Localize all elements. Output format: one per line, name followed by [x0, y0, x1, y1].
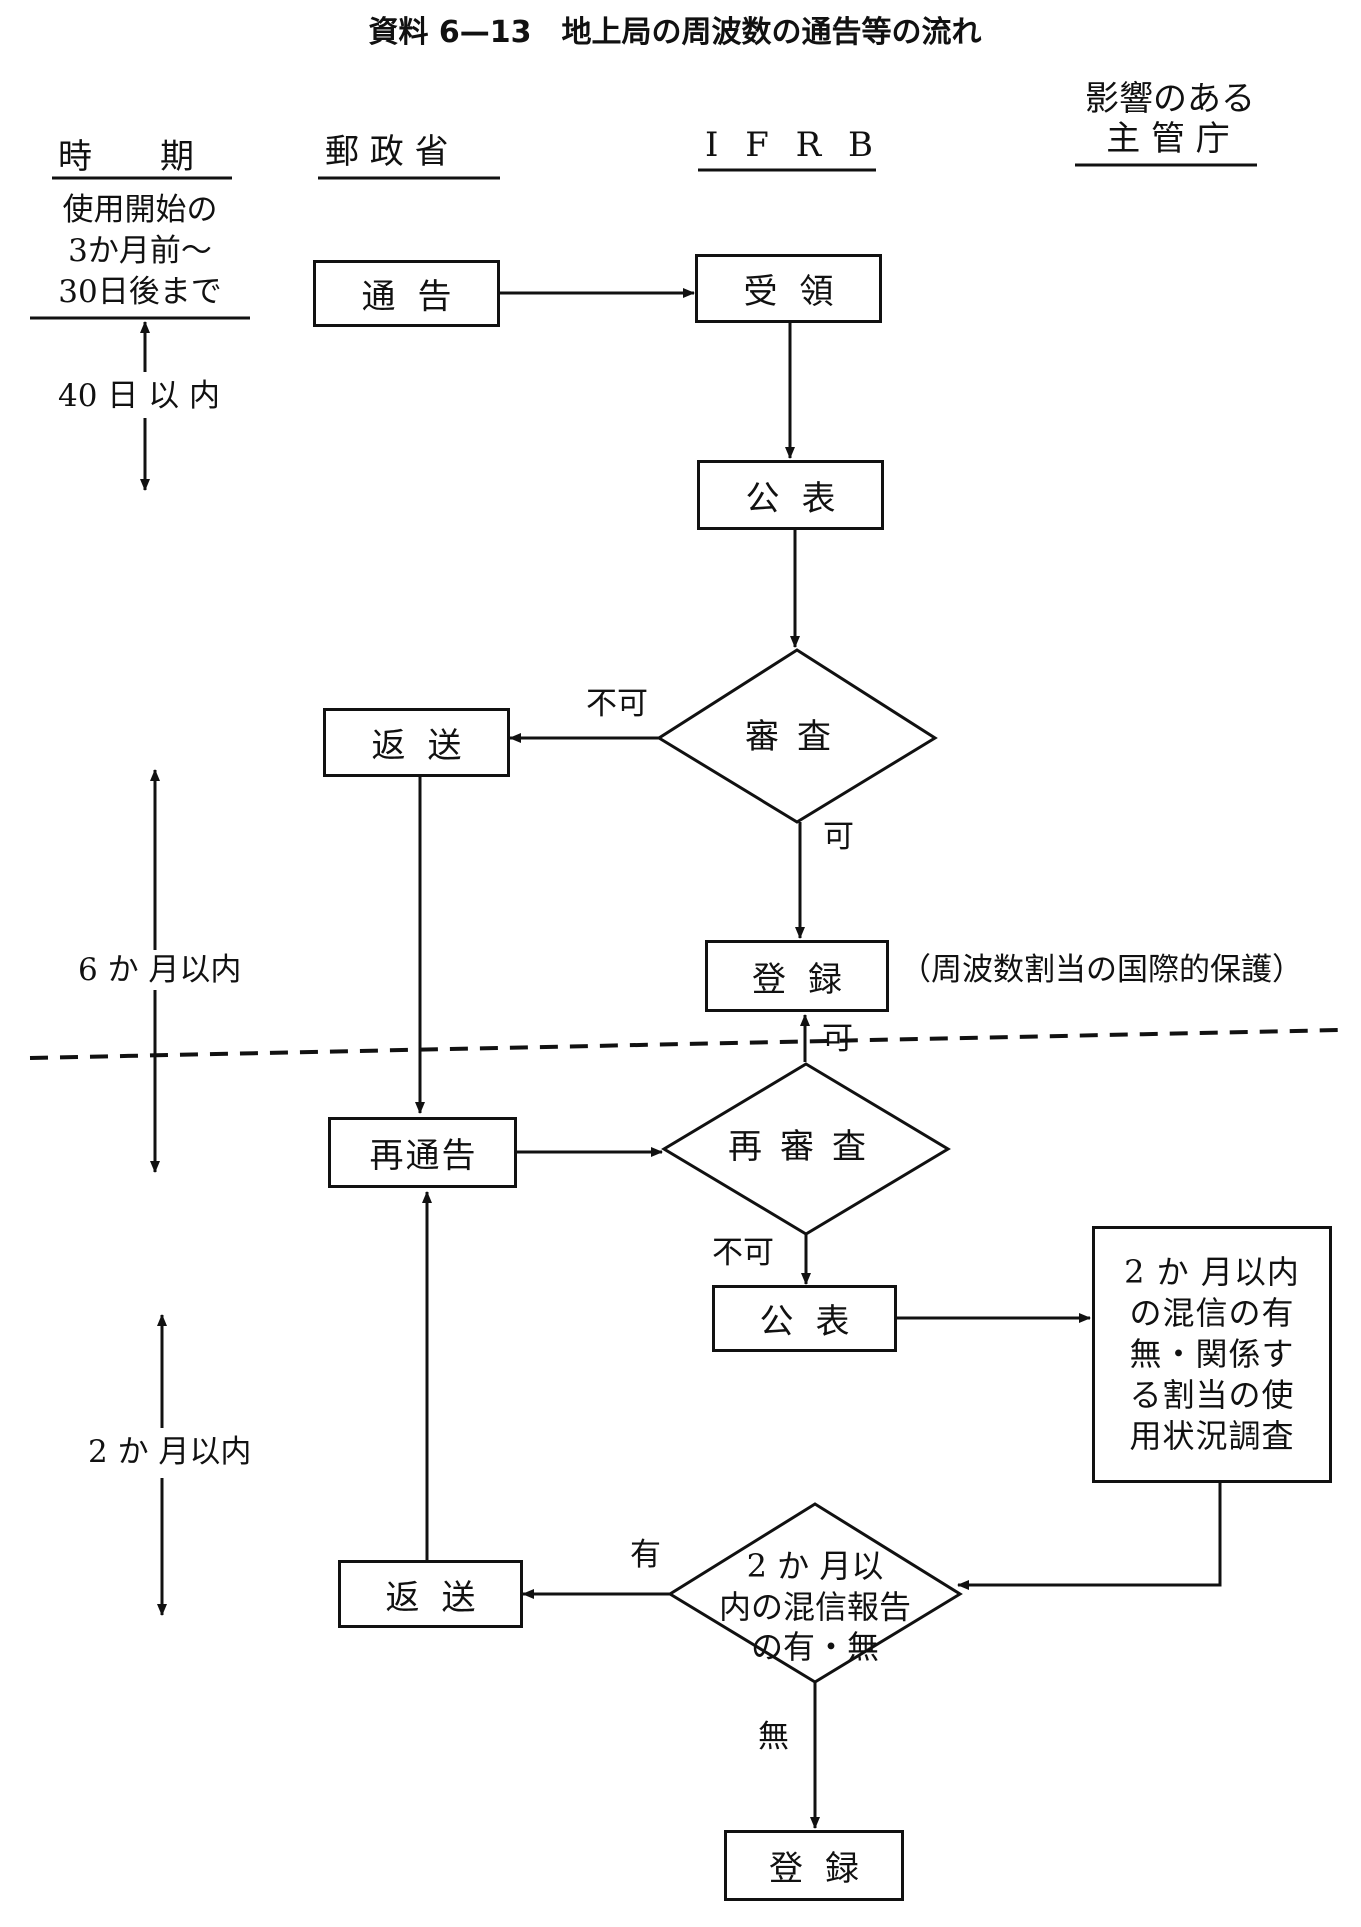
ministry-header: 郵 政 省: [325, 132, 449, 172]
register-note: （周波数割当の国際的保護）: [900, 952, 1303, 988]
affected-header-line2: 主 管 庁: [1106, 119, 1230, 159]
receive-box: 受領: [695, 254, 882, 323]
duration-40days-label: 40 日 以 内: [58, 378, 221, 414]
examine-diamond: [656, 648, 938, 824]
register-box-2: 登録: [724, 1830, 904, 1901]
figure-title: 資料 6—13 地上局の周波数の通告等の流れ: [368, 15, 982, 50]
survey-line5: 用状況調査: [1129, 1416, 1295, 1455]
register-box-1: 登録: [705, 940, 889, 1012]
reexamine-diamond: [661, 1062, 951, 1236]
return-box-1: 返送: [323, 708, 510, 777]
ifrb-header: I F R B: [705, 125, 882, 165]
duration-2months-label: 2 か 月以内: [88, 1434, 252, 1470]
period-note-line1: 使用開始の: [62, 192, 218, 228]
examine-label: 審査: [745, 717, 849, 757]
edge-label-none: 無: [758, 1719, 789, 1755]
check-line1: 2 か 月以: [746, 1547, 884, 1585]
notify-box: 通告: [313, 260, 500, 327]
survey-line2: の混信の有: [1129, 1294, 1295, 1333]
edge-label-examine-ng: 不可: [586, 686, 648, 722]
edge-label-reexamine-ng: 不可: [712, 1235, 774, 1271]
publish-box-2: 公表: [712, 1285, 897, 1352]
period-separator-dashed: [29, 1028, 1341, 1060]
duration-6months-label: 6 か 月以内: [78, 952, 242, 988]
period-header: 時 期: [58, 137, 194, 177]
check-line2: 内の混信報告: [718, 1587, 912, 1626]
edge-label-reexamine-ok: 可: [822, 1021, 853, 1057]
period-note-line2: 3か月前〜: [68, 233, 212, 269]
period-note-line3: 30日後まで: [58, 274, 222, 310]
survey-line1: 2 か 月以内: [1124, 1253, 1300, 1292]
renotify-box: 再通告: [328, 1117, 517, 1188]
publish-box-1: 公表: [697, 460, 884, 530]
survey-line3: 無・関係す: [1129, 1335, 1295, 1374]
edge-label-has: 有: [630, 1537, 661, 1573]
check-line3: の有・無: [750, 1628, 880, 1667]
reexamine-label: 再審査: [728, 1127, 884, 1167]
edge-survey-to-check: [957, 1483, 1222, 1590]
affected-header-line1: 影響のある: [1085, 79, 1255, 119]
survey-box: 2 か 月以内 の混信の有 無・関係す る割当の使 用状況調査: [1092, 1226, 1332, 1483]
return-box-2: 返送: [338, 1560, 523, 1628]
interference-check-diamond: [667, 1502, 963, 1684]
edge-label-examine-ok: 可: [823, 819, 854, 855]
interference-check-label: 2 か 月以 内の混信報告 の有・無: [719, 1546, 911, 1668]
survey-line4: る割当の使: [1129, 1375, 1295, 1414]
